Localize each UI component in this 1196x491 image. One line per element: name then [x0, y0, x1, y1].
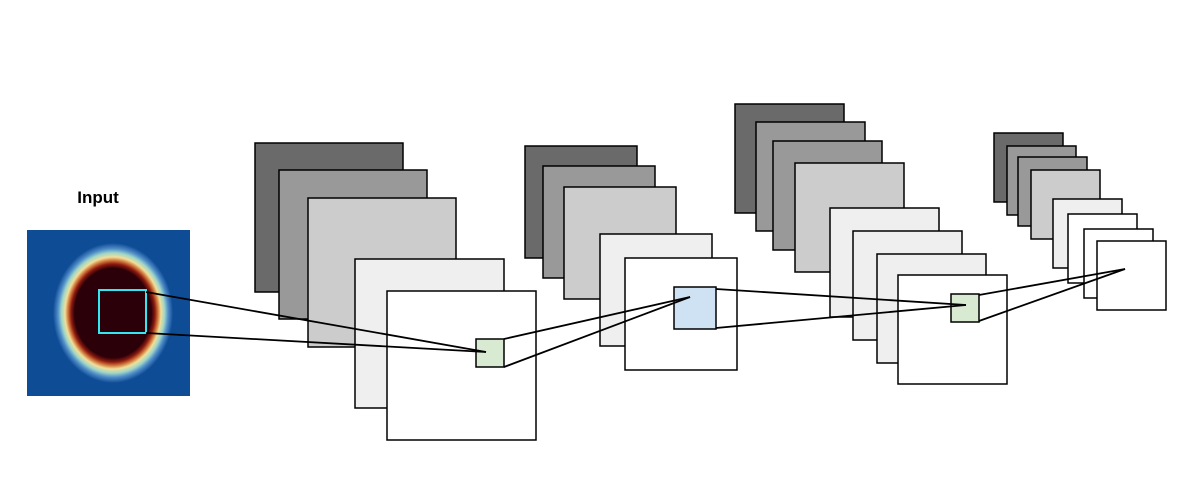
connection-line — [145, 291, 487, 353]
layer-2-feature-maps — [524, 145, 738, 371]
connection-line — [145, 332, 487, 353]
kernel-window — [673, 286, 717, 330]
connection-line — [503, 296, 691, 368]
connection-lines — [145, 268, 1126, 368]
connection-line — [978, 268, 1126, 322]
connection-line — [978, 268, 1126, 296]
input-image — [27, 230, 190, 396]
input-receptive-window — [98, 289, 147, 334]
input-label: Input — [77, 188, 119, 207]
connection-line — [503, 296, 691, 340]
layer-3-feature-maps — [734, 103, 1008, 385]
connection-line — [715, 304, 967, 329]
input-heat-ring — [53, 243, 173, 383]
feature-map — [897, 274, 1008, 385]
layer-4-feature-maps — [993, 132, 1167, 311]
feature-map — [386, 290, 537, 441]
kernel-window — [950, 293, 980, 323]
layer-1-feature-maps — [254, 142, 537, 441]
connection-line — [715, 288, 967, 306]
kernel-window — [475, 338, 505, 368]
